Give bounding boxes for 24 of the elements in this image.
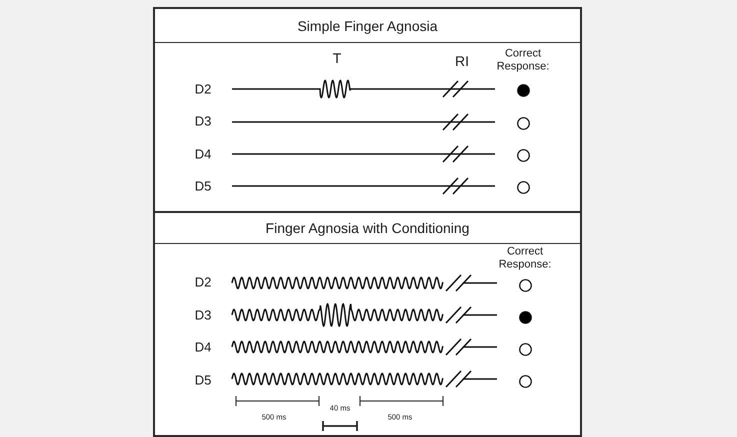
filled-circle-marker bbox=[516, 84, 530, 96]
panel-heading: Finger Agnosia with Conditioning bbox=[155, 213, 580, 244]
digit-label: D4 bbox=[194, 148, 212, 162]
digit-label: D5 bbox=[194, 180, 212, 194]
panel-box bbox=[153, 211, 582, 437]
panel-heading: Simple Finger Agnosia bbox=[155, 9, 580, 43]
digit-label: D2 bbox=[194, 82, 212, 98]
stimulus-label: T bbox=[332, 50, 342, 66]
circle-marker bbox=[516, 180, 530, 194]
circle-marker bbox=[518, 374, 532, 388]
digit-label: D3 bbox=[194, 114, 212, 130]
digit-label: D4 bbox=[194, 340, 212, 356]
circle-marker bbox=[516, 148, 530, 162]
filled-circle-marker bbox=[518, 310, 532, 324]
interval-label: RI bbox=[455, 52, 469, 70]
column-heading: Correct Response: bbox=[496, 47, 550, 73]
digit-label: D2 bbox=[194, 276, 212, 290]
circle-marker bbox=[516, 116, 530, 130]
digit-label: D3 bbox=[194, 308, 212, 324]
circle-marker bbox=[518, 278, 532, 292]
digit-label: D5 bbox=[194, 374, 212, 388]
circle-marker bbox=[518, 342, 532, 356]
panel-box bbox=[153, 7, 582, 213]
column-heading: Correct Response: bbox=[498, 245, 552, 271]
